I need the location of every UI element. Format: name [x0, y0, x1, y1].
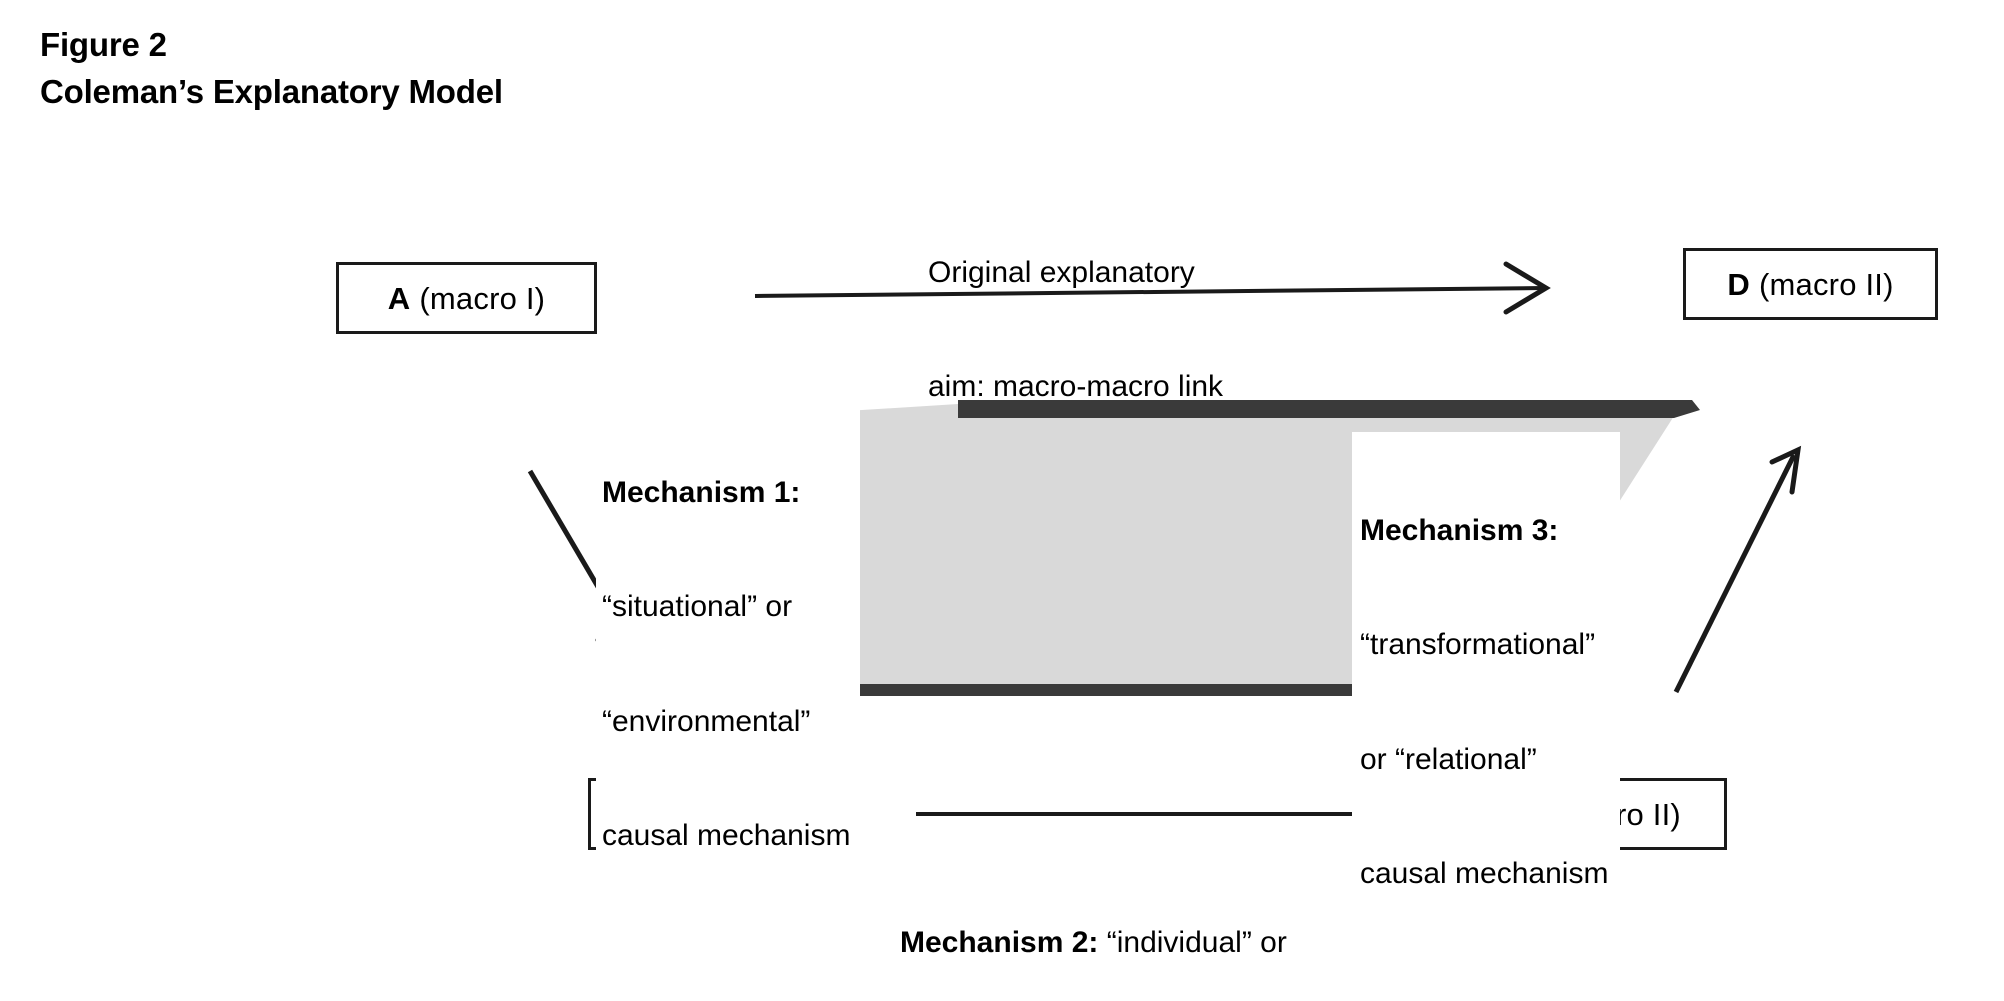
node-box-a[interactable]: A(macro I) [336, 262, 597, 334]
top-arrow-caption-line1: Original explanatory [928, 256, 1195, 290]
figure-label: Figure 2 [40, 26, 167, 63]
mechanism-2-caption: Mechanism 2: “individual” or “cognitive”… [900, 848, 1295, 1001]
mechanism-2-line1: “individual” or [1098, 926, 1287, 960]
mechanism-2-heading: Mechanism 2: [900, 926, 1099, 960]
top-arrow-caption-line2: aim: macro-macro link [928, 370, 1224, 404]
node-a-key: A [387, 280, 411, 316]
up-right-diagonal-arrow [1673, 445, 1802, 694]
mechanism-3-caption: Mechanism 3: “transformational” or “rela… [1352, 432, 1621, 980]
mechanism-3-line2: or “relational” [1360, 742, 1537, 776]
figure-title: Coleman’s Explanatory Model [40, 72, 503, 110]
trapezoid-top-edge [958, 400, 1700, 418]
node-box-d[interactable]: D(macro II) [1683, 248, 1938, 320]
mechanism-3-line3: causal mechanism [1360, 857, 1609, 891]
mechanism-1-line2: “environmental” [602, 704, 811, 738]
mechanism-3-line1: “transformational” [1360, 628, 1596, 662]
node-d-sublabel: (macro II) [1758, 266, 1894, 302]
figure-title-block: Figure 2 Coleman’s Explanatory Model [40, 22, 503, 116]
trapezoid-bottom-edge [818, 684, 1506, 696]
mechanism-1-line1: “situational” or [602, 590, 793, 624]
node-a-sublabel: (macro I) [419, 280, 546, 316]
top-horizontal-arrow [754, 261, 1551, 315]
mechanism-3-heading: Mechanism 3: [1360, 514, 1559, 548]
bottom-horizontal-arrow [916, 789, 1412, 839]
mechanism-1-line3: causal mechanism [602, 819, 851, 853]
node-d-key: D [1727, 266, 1750, 302]
mechanism-1-caption: Mechanism 1: “situational” or “environme… [596, 394, 861, 940]
top-arrow-caption: Original explanatory aim: macro-macro li… [928, 178, 1223, 483]
mechanism-1-heading: Mechanism 1: [602, 476, 801, 510]
